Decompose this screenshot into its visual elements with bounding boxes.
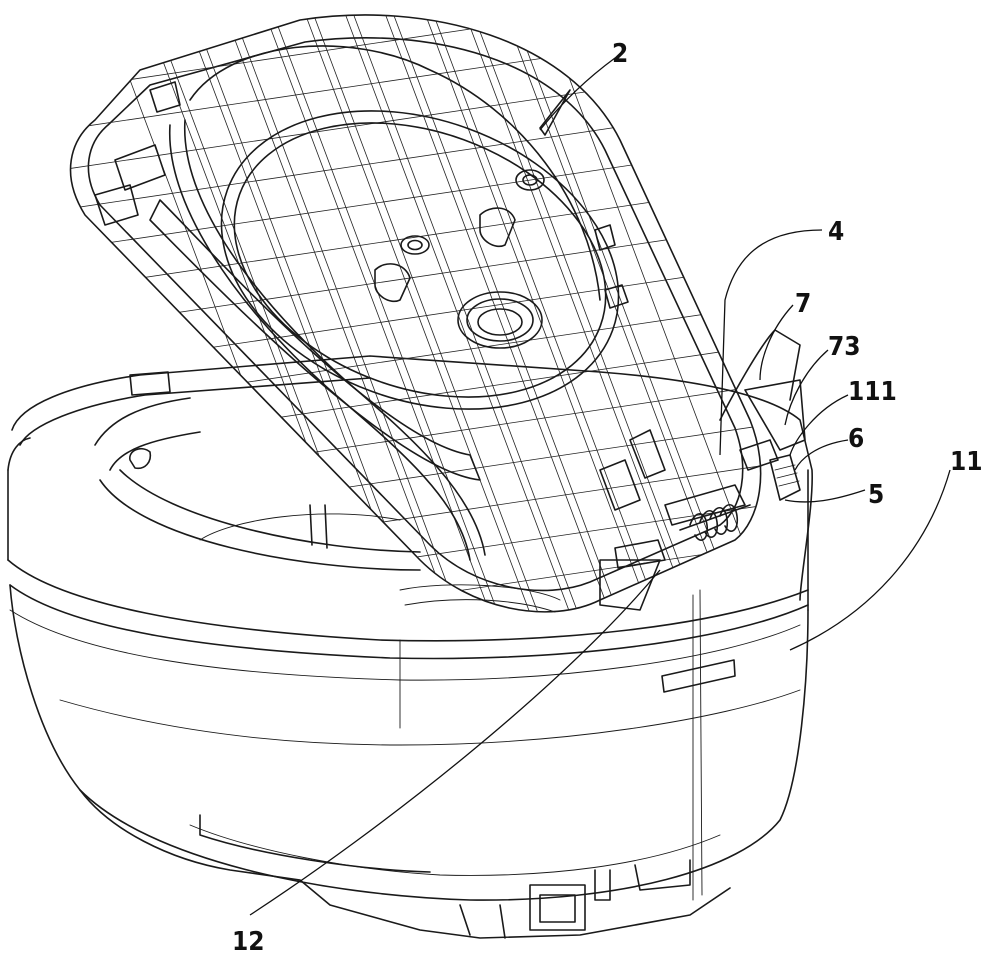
hinge-assembly: [600, 330, 805, 610]
label-7: 7: [795, 289, 811, 319]
label-2: 2: [612, 39, 628, 69]
leader-2: [540, 58, 615, 130]
label-5: 5: [868, 480, 884, 510]
label-12: 12: [232, 927, 265, 957]
label-6: 6: [848, 424, 864, 454]
label-11: 11: [950, 447, 983, 477]
label-4: 4: [828, 217, 844, 247]
reference-labels: 2 4 7 73 111 6 5 11 12: [232, 39, 983, 957]
label-73: 73: [828, 332, 861, 362]
leader-6: [795, 440, 848, 470]
lid: [60, 0, 800, 690]
cooker-body: [8, 356, 812, 938]
leader-4: [720, 230, 822, 455]
label-111: 111: [848, 377, 897, 407]
lid-grid: [60, 0, 800, 690]
leader-111: [790, 395, 848, 455]
